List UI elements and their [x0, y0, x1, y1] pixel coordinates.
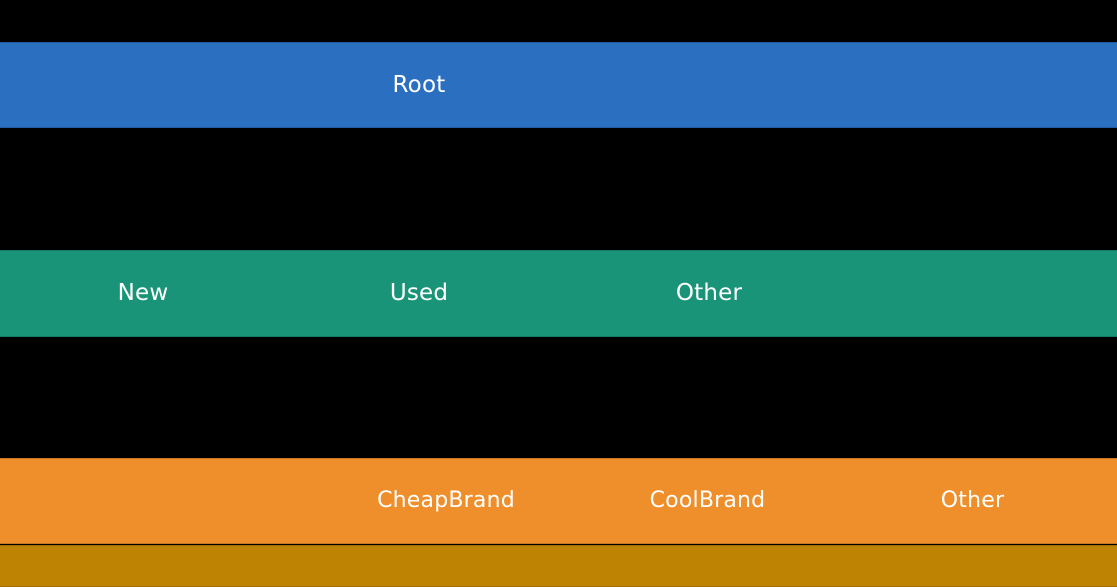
- icicle-node-label: Other: [675, 280, 743, 306]
- icicle-node-unlabeled[interactable]: [808, 458, 872, 544]
- icicle-node-unlabeled[interactable]: [243, 250, 318, 337]
- icicle-node-unlabeled[interactable]: [520, 42, 1117, 128]
- icicle-node-used[interactable]: Used: [318, 250, 520, 337]
- icicle-node-unlabeled[interactable]: [0, 458, 344, 544]
- icicle-node-label: CoolBrand: [649, 488, 766, 513]
- icicle-node-label: Used: [389, 280, 449, 306]
- icicle-node-label: Root: [392, 71, 446, 98]
- icicle-node-root[interactable]: Root: [318, 42, 520, 128]
- icicle-node-new[interactable]: New: [43, 250, 243, 337]
- root-level: Root: [0, 42, 1117, 128]
- condition-level: New Used Other: [0, 250, 1117, 337]
- icicle-node-unlabeled[interactable]: [548, 458, 607, 544]
- icicle-node-unlabeled[interactable]: [0, 545, 1117, 587]
- brand-level: CheapBrand CoolBrand Other: [0, 458, 1117, 544]
- icicle-node-unlabeled[interactable]: [810, 250, 1117, 337]
- icicle-node-unlabeled[interactable]: [0, 42, 318, 128]
- icicle-node-cheapbrand[interactable]: CheapBrand: [344, 458, 548, 544]
- leaf-level: [0, 545, 1117, 587]
- icicle-node-unlabeled[interactable]: [0, 250, 43, 337]
- icicle-node-other[interactable]: Other: [608, 250, 810, 337]
- icicle-node-label: Other: [940, 488, 1005, 513]
- icicle-node-unlabeled[interactable]: [1073, 458, 1117, 544]
- icicle-node-unlabeled[interactable]: [520, 250, 608, 337]
- icicle-node-label: New: [117, 280, 169, 306]
- icicle-node-coolbrand[interactable]: CoolBrand: [607, 458, 808, 544]
- icicle-node-other[interactable]: Other: [872, 458, 1073, 544]
- icicle-node-label: CheapBrand: [377, 488, 515, 513]
